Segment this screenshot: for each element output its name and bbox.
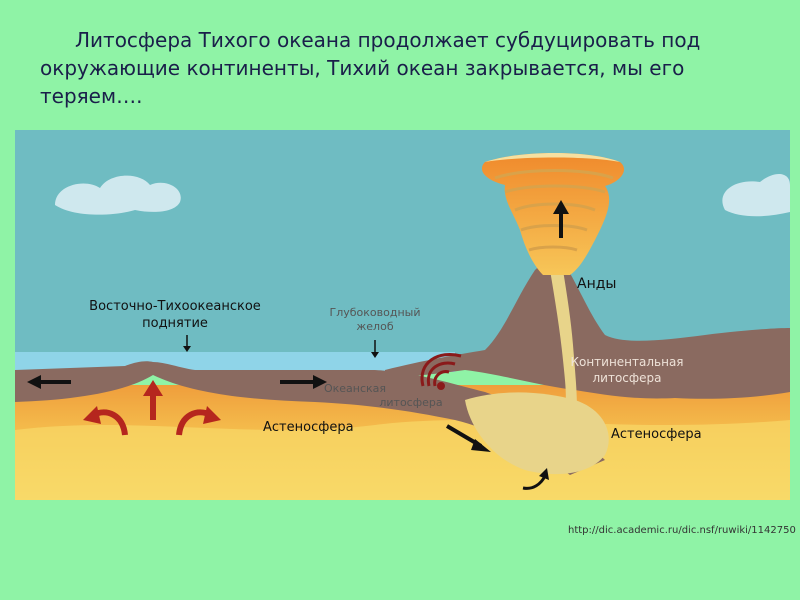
eruption-plume — [481, 153, 625, 275]
continental-lithosphere — [385, 262, 790, 399]
slide-title: Литосфера Тихого океана продолжает субду… — [40, 26, 770, 110]
trench-label-line2: желоб — [356, 320, 393, 333]
earthquake-waves-icon — [420, 353, 462, 390]
sky — [15, 130, 790, 355]
ridge-pointer-head — [183, 346, 191, 352]
subduction-diagram: Восточно-Тихоокеанское поднятие Глубоков… — [15, 130, 790, 500]
oceanic-litho-label-line1: Океанская — [324, 382, 386, 395]
continental-litho-label-line1: Континентальная — [570, 355, 683, 369]
ridge-label-line1: Восточно-Тихоокеанское — [89, 299, 261, 314]
cloud-right — [722, 174, 790, 217]
title-line-2: окружающие континенты, Тихий океан закры… — [40, 56, 685, 108]
oceanic-plate-left — [15, 361, 153, 402]
plate-motion-right-arrow-head — [313, 375, 327, 389]
continental-litho-label-line2: литосфера — [592, 371, 661, 385]
trench-pointer-head — [371, 352, 379, 358]
mantle-return-arrow-head — [539, 468, 549, 480]
ridge-up-arrow-head — [143, 380, 163, 396]
magma-zone — [465, 392, 609, 475]
subduction-arrow-head — [471, 439, 491, 452]
ridge-left-curl-arrow-head — [83, 406, 101, 424]
eruption-plume-rings — [494, 169, 614, 252]
title-line-1: Литосфера Тихого океана продолжает субду… — [75, 28, 701, 52]
trench-label-line1: Глубоководный — [330, 306, 421, 319]
oceanic-litho-label-line2: литосфера — [379, 396, 442, 409]
ridge-label-line2: поднятие — [142, 316, 208, 331]
asthenosphere-right-label: Астеносфера — [611, 427, 702, 442]
ridge-right-curl-arrow-head — [203, 406, 221, 424]
plume-up-arrow-head — [553, 200, 569, 214]
eruption-plume-cap — [485, 153, 620, 162]
plate-motion-left-arrow-head — [27, 375, 41, 389]
source-url: http://dic.academic.ru/dic.nsf/ruwiki/11… — [568, 525, 796, 536]
cloud-left — [55, 175, 181, 215]
andes-label: Анды — [577, 276, 616, 292]
oceanic-plate-right — [153, 362, 605, 475]
magma-conduit — [550, 270, 577, 410]
asthenosphere-left-label: Астеносфера — [263, 420, 354, 435]
